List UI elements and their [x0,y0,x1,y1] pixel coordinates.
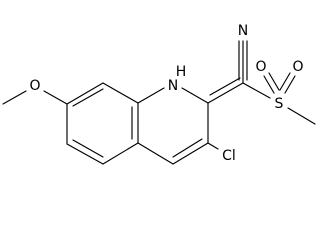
bond-c2-exocyclic-double [207,82,244,104]
bond-benzene-c4a-c5 [102,142,139,165]
bond-n1-to-c2 [181,87,209,104]
ring-nitrogen-hydrogen-label: H [176,64,187,80]
ring-nitrogen-label: N [168,78,178,94]
bond-sulfur-to-methyl [287,107,316,125]
chlorine-label: Cl [222,148,236,164]
bond-sulfur-oxygen-right-b [279,72,291,91]
bond-benzene-c7-c8-inner [72,88,104,107]
bond-c4-to-c4a [137,142,174,165]
sulfonyl-oxygen-left-label: O [255,59,266,75]
bond-c2-exocyclic-double-inner [209,77,241,96]
bond-benzene-c7-c8 [66,82,104,105]
bond-c8a-to-n1 [137,87,165,104]
bond-sulfur-oxygen-right-a [284,75,296,94]
bond-c3-to-chlorine [207,142,219,150]
bond-c3-to-c4-inner [172,138,203,158]
bond-methoxy-oxygen-to-ring [43,90,68,105]
bond-sulfur-oxygen-left-a [263,75,275,94]
bond-benzene-c5-c6-inner [72,139,104,158]
bond-sulfur-oxygen-left-b [268,72,280,91]
bond-c3-to-c4 [172,142,209,165]
bond-benzene-c5-c6 [66,143,104,165]
bond-methyl-to-methoxy-oxygen [2,90,27,105]
sulfur-label: S [275,96,284,112]
bond-benzene-c8-c8a [102,82,139,104]
chemical-structure: O H N N O O S Cl [2,23,316,165]
nitrile-nitrogen-label: N [238,23,248,39]
bond-carbon-to-sulfur [242,82,271,99]
methoxy-oxygen-label: O [29,78,40,94]
sulfonyl-oxygen-right-label: O [292,59,303,75]
